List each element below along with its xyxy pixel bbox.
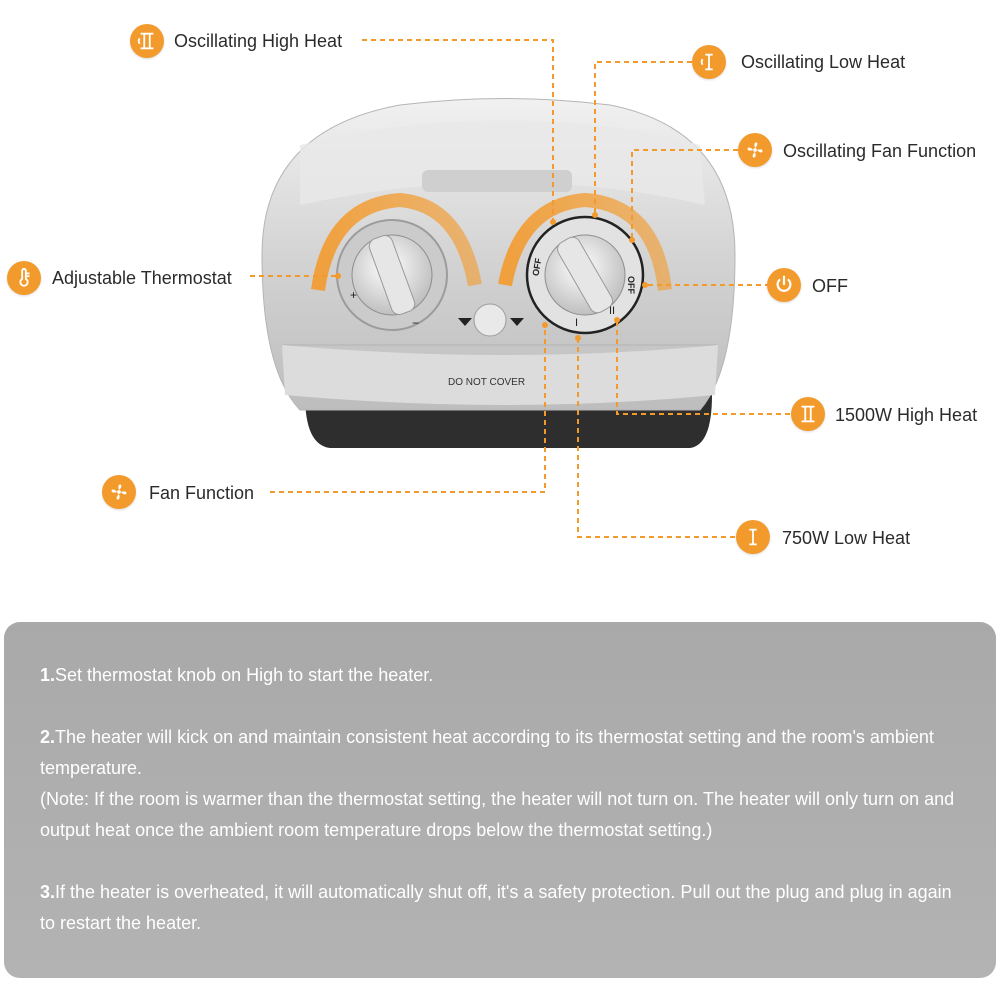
step-2-number: 2. bbox=[40, 727, 56, 747]
oscillating-high-heat-icon bbox=[130, 24, 164, 58]
oscillating-fan-icon bbox=[738, 133, 772, 167]
fan-function-label: Fan Function bbox=[149, 483, 255, 503]
high-heat-1500w-label: 1500W High Heat bbox=[835, 405, 978, 425]
step-1-text: Set thermostat knob on High to start the… bbox=[55, 665, 434, 685]
power-icon bbox=[767, 268, 801, 302]
step-3-text: If the heater is overheated, it will aut… bbox=[40, 882, 952, 933]
low-heat-750w-label: 750W Low Heat bbox=[782, 528, 911, 548]
knob-minus-mark: − bbox=[412, 316, 420, 330]
heater-illustration bbox=[250, 39, 790, 538]
product-diagram: OFF OFF + − I II DO NOT COVER Oscillatin… bbox=[7, 24, 978, 554]
off-label: OFF bbox=[812, 276, 848, 296]
instruction-step-2: 2.The heater will kick on and maintain c… bbox=[40, 722, 960, 846]
step-2-note: (Note: If the room is warmer than the th… bbox=[40, 789, 955, 840]
oscillating-high-heat-label: Oscillating High Heat bbox=[174, 31, 343, 51]
low-heat-icon bbox=[736, 520, 770, 554]
instruction-step-1: 1.Set thermostat knob on High to start t… bbox=[40, 660, 960, 691]
oscillating-low-heat-icon bbox=[692, 45, 726, 79]
oscillating-low-heat-label: Oscillating Low Heat bbox=[741, 52, 906, 72]
step-2-text: The heater will kick on and maintain con… bbox=[40, 727, 934, 778]
step-1-number: 1. bbox=[40, 665, 56, 685]
step-3-number: 3. bbox=[40, 882, 56, 902]
instruction-step-3: 3.If the heater is overheated, it will a… bbox=[40, 877, 960, 939]
knob-low-mark: I bbox=[575, 317, 579, 329]
oscillating-fan-function-label: Oscillating Fan Function bbox=[783, 141, 977, 161]
do-not-cover-label: DO NOT COVER bbox=[448, 377, 526, 388]
adjustable-thermostat-label: Adjustable Thermostat bbox=[52, 268, 232, 288]
knob-plus-mark: + bbox=[350, 288, 358, 302]
knob-high-mark: II bbox=[609, 305, 616, 317]
fan-icon bbox=[102, 475, 136, 509]
knob-off-mark-rotated: OFF bbox=[626, 276, 636, 294]
instructions-panel: 1.Set thermostat knob on High to start t… bbox=[4, 622, 996, 978]
high-heat-icon bbox=[791, 397, 825, 431]
thermometer-icon bbox=[7, 261, 41, 295]
